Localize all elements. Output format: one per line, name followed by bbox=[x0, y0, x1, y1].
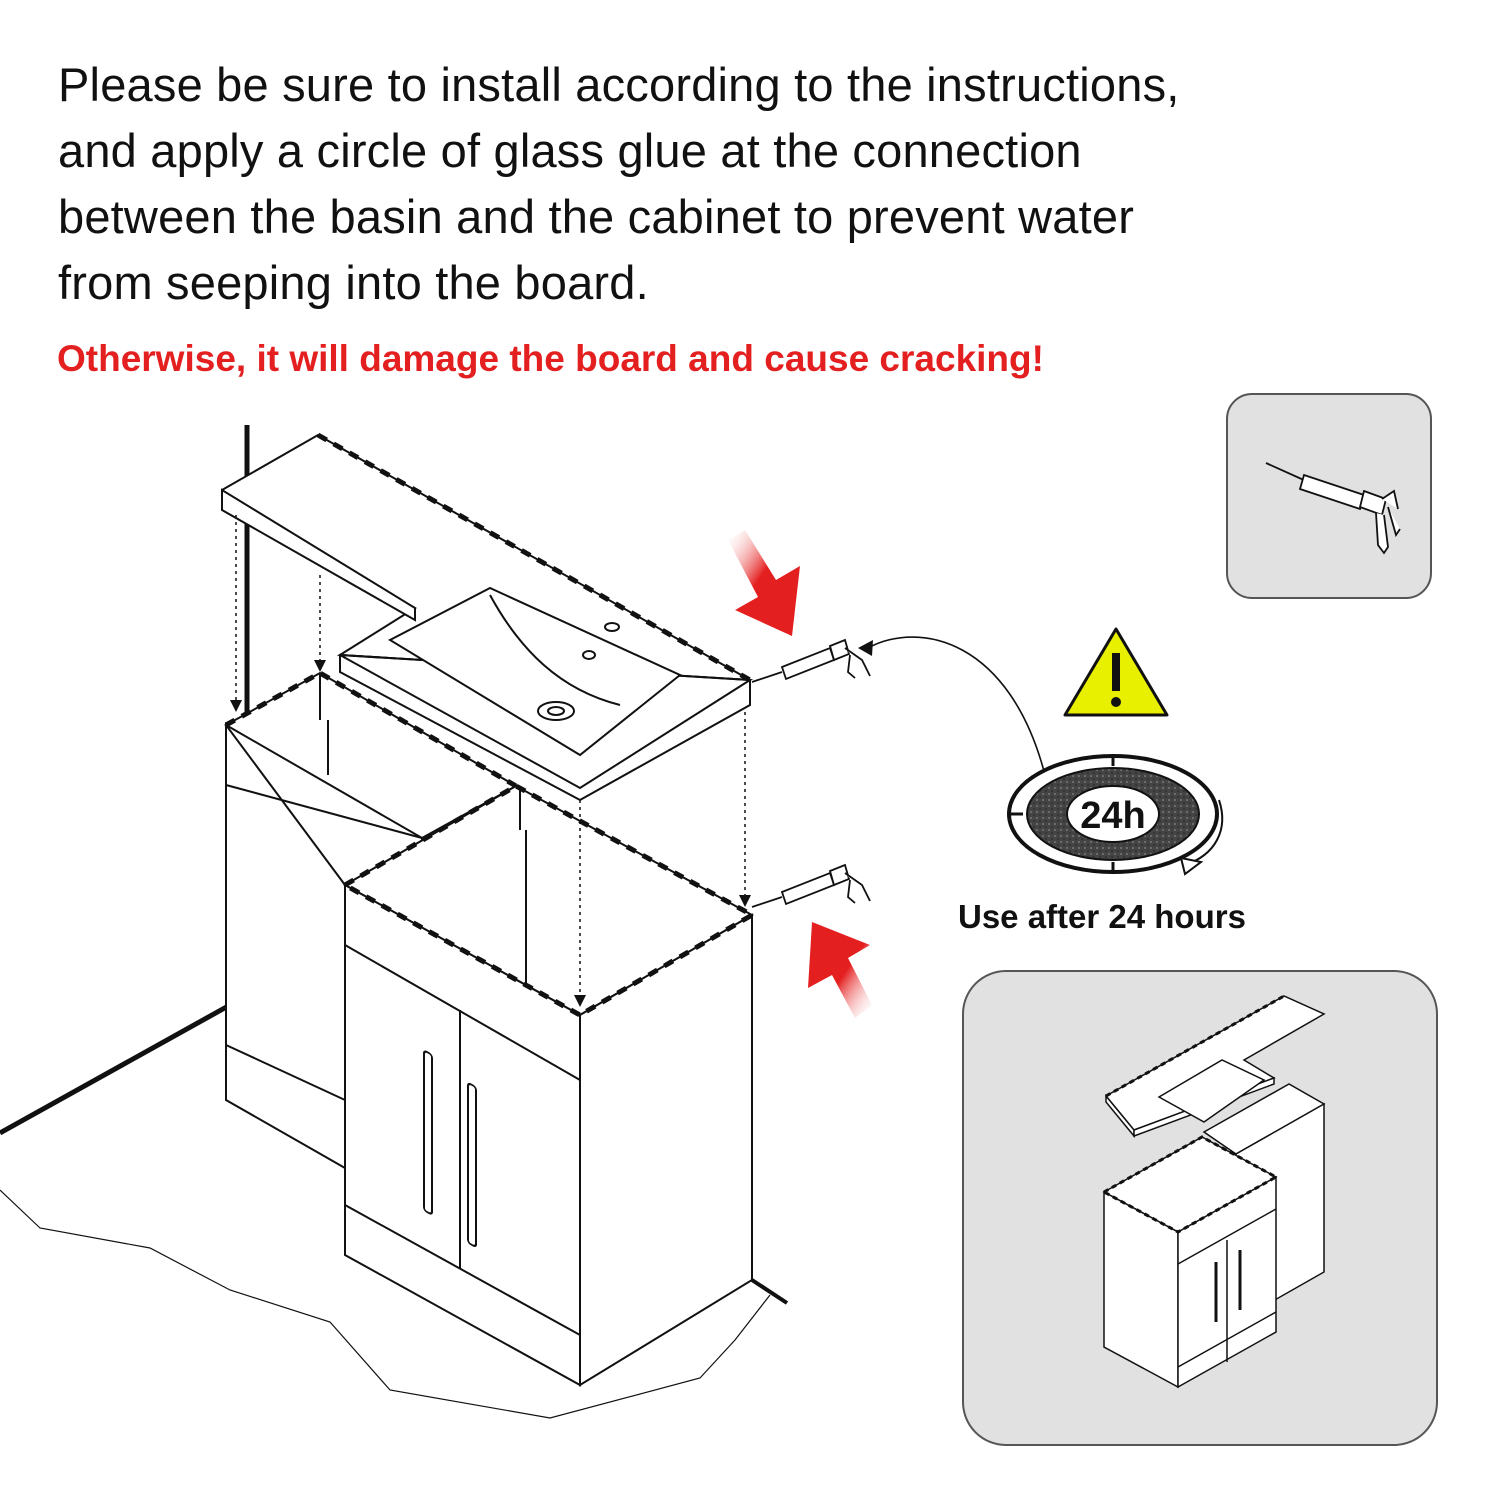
instruction-line: between the basin and the cabinet to pre… bbox=[58, 190, 1135, 243]
assembled-vanity-illustration bbox=[1102, 994, 1326, 1389]
caulk-gun-icon bbox=[751, 863, 871, 908]
glue-line-left-cabinet bbox=[224, 670, 518, 789]
instruction-line: and apply a circle of glass glue at the … bbox=[58, 124, 1082, 177]
damage-warning-text: Otherwise, it will damage the board and … bbox=[57, 338, 1044, 379]
timer-label: 24h bbox=[1080, 795, 1145, 837]
warning-triangle-icon bbox=[1063, 627, 1169, 717]
caulk-gun-panel bbox=[1226, 393, 1432, 599]
timer-caption: Use after 24 hours bbox=[958, 898, 1246, 935]
red-arrow-icon bbox=[728, 530, 800, 636]
glue-line-vanity-cabinet bbox=[343, 783, 758, 1018]
instruction-line: from seeping into the board. bbox=[58, 256, 649, 309]
door-handles bbox=[423, 1050, 477, 1248]
instruction-line: Please be sure to install according to t… bbox=[58, 58, 1180, 111]
timer-to-gun-arrow bbox=[858, 636, 1046, 776]
vanity-cabinet bbox=[342, 784, 755, 1387]
caulk-gun-icon bbox=[751, 638, 871, 683]
basin-bowl bbox=[387, 586, 682, 757]
guide-arrowheads bbox=[230, 660, 751, 1007]
timer-24h-icon: 24h bbox=[1007, 754, 1224, 876]
instruction-text: Please be sure to install according to t… bbox=[58, 52, 1258, 316]
caulk-gun-icon bbox=[1265, 462, 1401, 555]
red-arrow-icon bbox=[808, 922, 872, 1018]
alignment-guides bbox=[235, 515, 746, 995]
assembled-vanity-panel bbox=[962, 970, 1438, 1446]
